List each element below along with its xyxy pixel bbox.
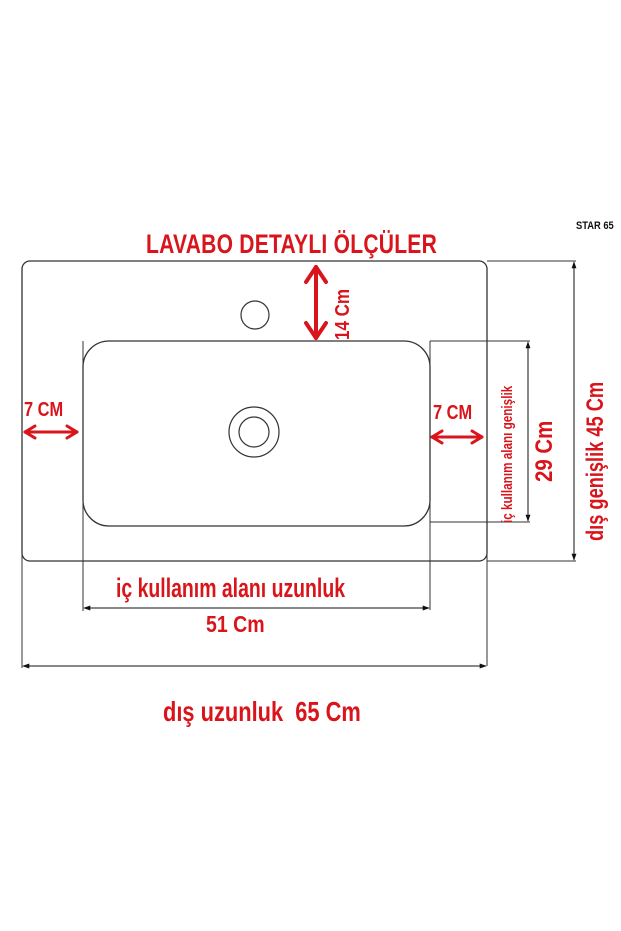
page-title: LAVABO DETAYLI ÖLÇÜLER — [146, 229, 438, 259]
inner-length-value: 51 Cm — [206, 611, 265, 637]
model-label: STAR 65 — [576, 220, 614, 232]
outer-length-label: dış uzunluk 65 Cm — [163, 696, 361, 727]
tap-to-bowl-arrow-icon — [304, 265, 328, 340]
right-rim-arrow-icon — [430, 429, 484, 445]
drain-outer — [228, 406, 280, 458]
inner-width-label: iç kullanım alanı genişlik — [499, 385, 516, 523]
inner-bowl-outline — [82, 340, 431, 527]
outer-basin-outline — [21, 260, 488, 562]
outer-width-label: dış genişlik 45 Cm — [582, 381, 609, 541]
left-rim-arrow-icon — [23, 424, 79, 440]
tap-hole — [240, 300, 270, 330]
right-rim-label: 7 CM — [433, 402, 473, 424]
left-rim-label: 7 CM — [24, 399, 64, 421]
inner-width-value: 29 Cm — [531, 420, 558, 482]
inner-length-label: iç kullanım alanı uzunluk — [116, 573, 346, 603]
extension-lines — [21, 260, 576, 668]
tap-to-bowl-label: 14 Cm — [332, 288, 354, 340]
drain-inner — [238, 416, 270, 448]
